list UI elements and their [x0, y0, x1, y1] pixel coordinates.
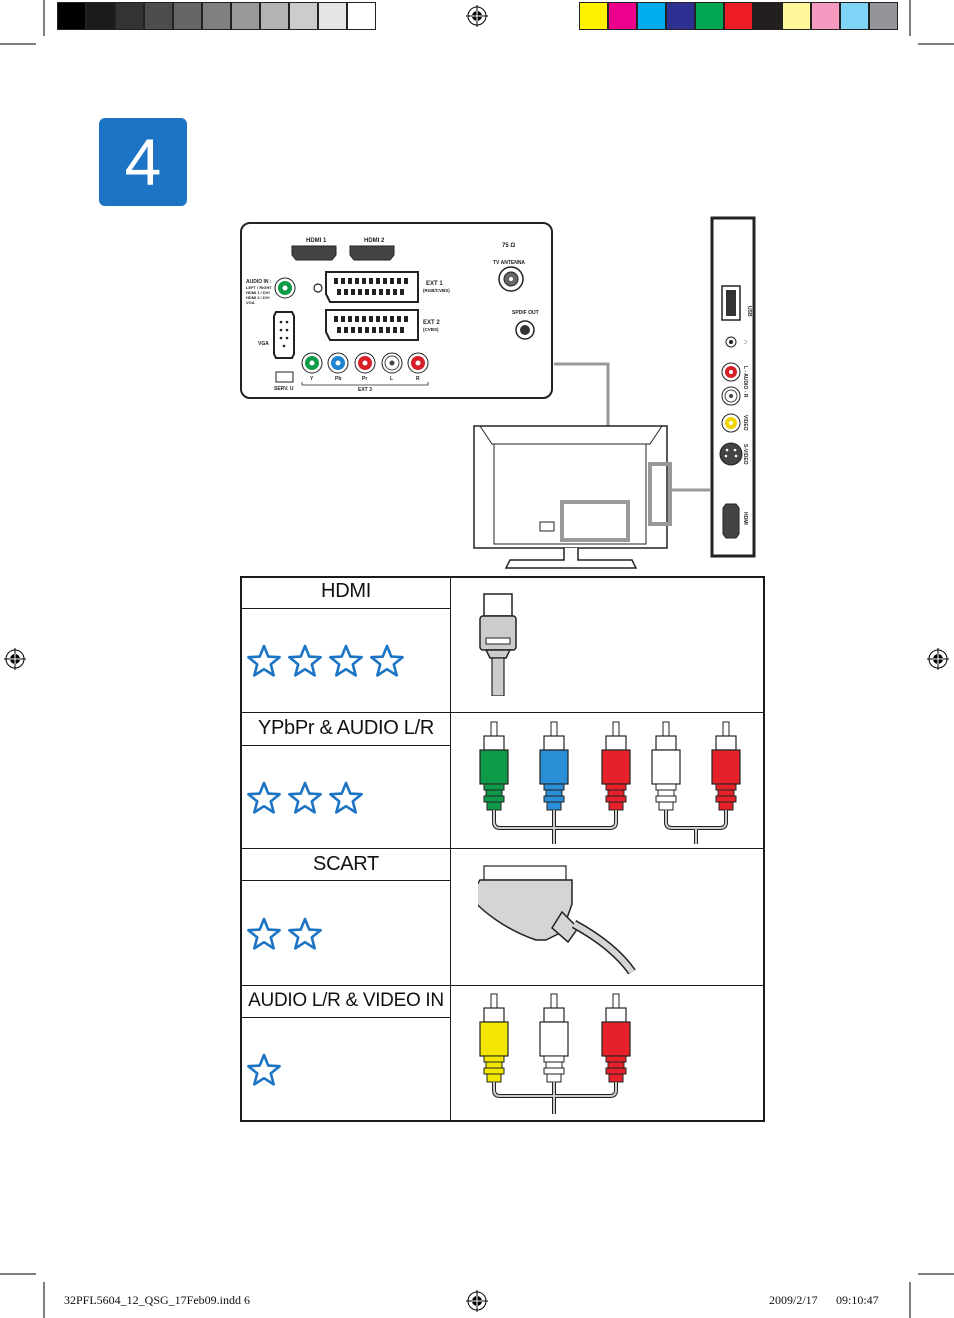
pr-label: Pr — [362, 376, 367, 382]
gray-swatch — [144, 2, 173, 30]
gray-swatch — [347, 2, 376, 30]
rating-star-icon — [328, 781, 364, 819]
pb-label: Pb — [335, 376, 341, 382]
hdmi1-label: HDMI 1 — [306, 238, 327, 244]
rating-star-icon — [246, 781, 282, 819]
audio-in-label: AUDIO IN : — [246, 279, 272, 285]
ext1-label: EXT 1 — [426, 281, 443, 287]
footer-filename: 32PFL5604_12_QSG_17Feb09.indd 6 — [64, 1293, 251, 1307]
gray-swatch — [318, 2, 347, 30]
side-audio-label: L - AUDIO - R — [742, 366, 748, 398]
connection-label-ypbpr: YPbPr & AUDIO L/R — [257, 717, 435, 739]
rating-star-icon — [328, 644, 364, 682]
connection-label-hdmi: HDMI — [321, 580, 371, 602]
side-hdmi-label: HDMI — [742, 512, 748, 525]
headphone-label: ∩ — [742, 340, 748, 344]
l-label: L — [390, 376, 393, 382]
hdmi2-label: HDMI 2 — [364, 238, 385, 244]
gray-swatch — [57, 2, 86, 30]
rating-star-icon — [287, 781, 323, 819]
rating-stars-scart — [246, 917, 328, 955]
color-swatch — [869, 2, 898, 30]
tv-side-connector-panel: USB ∩ L - AUDIO - R VIDEO S-VIDEO HDMI — [710, 216, 756, 558]
rating-star-icon — [246, 917, 282, 955]
scart-cable-icon — [478, 865, 636, 974]
tv-back-connector-panel: HDMI 1 HDMI 2 75 Ω TV ANTENNA AUDIO IN :… — [240, 222, 553, 399]
color-swatch — [753, 2, 782, 30]
color-swatch — [811, 2, 840, 30]
y-label: Y — [310, 376, 314, 382]
registration-mark-icon — [466, 5, 488, 27]
rating-stars-hdmi — [246, 644, 410, 682]
color-swatch — [608, 2, 637, 30]
audio-in-sub: HDMI 1 / DVI — [246, 290, 270, 295]
vga-label: VGA — [258, 341, 269, 347]
tv-rear-illustration — [473, 362, 710, 569]
gray-swatch — [173, 2, 202, 30]
color-swatch — [695, 2, 724, 30]
connection-label-av: AUDIO L/R & VIDEO IN — [248, 990, 444, 1011]
registration-mark-icon — [927, 648, 949, 670]
ext3-label: EXT 3 — [358, 387, 372, 393]
audio-in-sub: VGA — [246, 300, 255, 305]
registration-mark-icon — [4, 648, 26, 670]
color-swatch — [782, 2, 811, 30]
rating-stars-av — [246, 1053, 287, 1091]
spdif-label: SPDIF OUT — [512, 310, 539, 316]
connection-label-scart: SCART — [313, 853, 379, 875]
gray-swatch — [115, 2, 144, 30]
antenna-label: TV ANTENNA — [493, 260, 525, 266]
footer-date: 2009/2/17 — [769, 1293, 818, 1307]
side-svideo-label: S-VIDEO — [742, 444, 748, 465]
step-number-badge: 4 — [99, 118, 187, 206]
rating-star-icon — [287, 644, 323, 682]
footer-time: 09:10:47 — [836, 1293, 879, 1307]
gray-swatch — [289, 2, 318, 30]
rating-star-icon — [246, 644, 282, 682]
r-label: R — [416, 376, 420, 382]
av-cable-icon — [479, 993, 631, 1114]
rating-star-icon — [246, 1053, 282, 1091]
component-audio-cable-icon — [479, 721, 741, 844]
audio-in-sub: HDMI 2 / DVI — [246, 295, 270, 300]
antenna-ohm-label: 75 Ω — [502, 243, 515, 249]
gray-swatch — [231, 2, 260, 30]
side-video-label: VIDEO — [742, 415, 748, 431]
connection-quality-table — [240, 576, 765, 1122]
audio-in-sub: LEFT / RIGHT — [246, 285, 272, 290]
gray-swatch — [260, 2, 289, 30]
color-swatch — [666, 2, 695, 30]
ext2-sub-label: (CVBS) — [423, 327, 439, 332]
color-swatch — [840, 2, 869, 30]
color-swatch — [724, 2, 753, 30]
rating-star-icon — [369, 644, 405, 682]
rating-stars-ypbpr — [246, 781, 369, 819]
rating-star-icon — [287, 917, 323, 955]
color-swatch — [579, 2, 608, 30]
color-swatch — [637, 2, 666, 30]
gray-swatch — [86, 2, 115, 30]
registration-mark-icon — [466, 1290, 488, 1312]
hdmi-cable-icon — [479, 593, 517, 696]
ext2-label: EXT 2 — [423, 320, 440, 326]
ext1-sub-label: (RGB/CVBS) — [423, 288, 450, 293]
serv-label: SERV. U — [274, 386, 294, 392]
usb-label: USB — [746, 306, 752, 317]
gray-swatch — [202, 2, 231, 30]
